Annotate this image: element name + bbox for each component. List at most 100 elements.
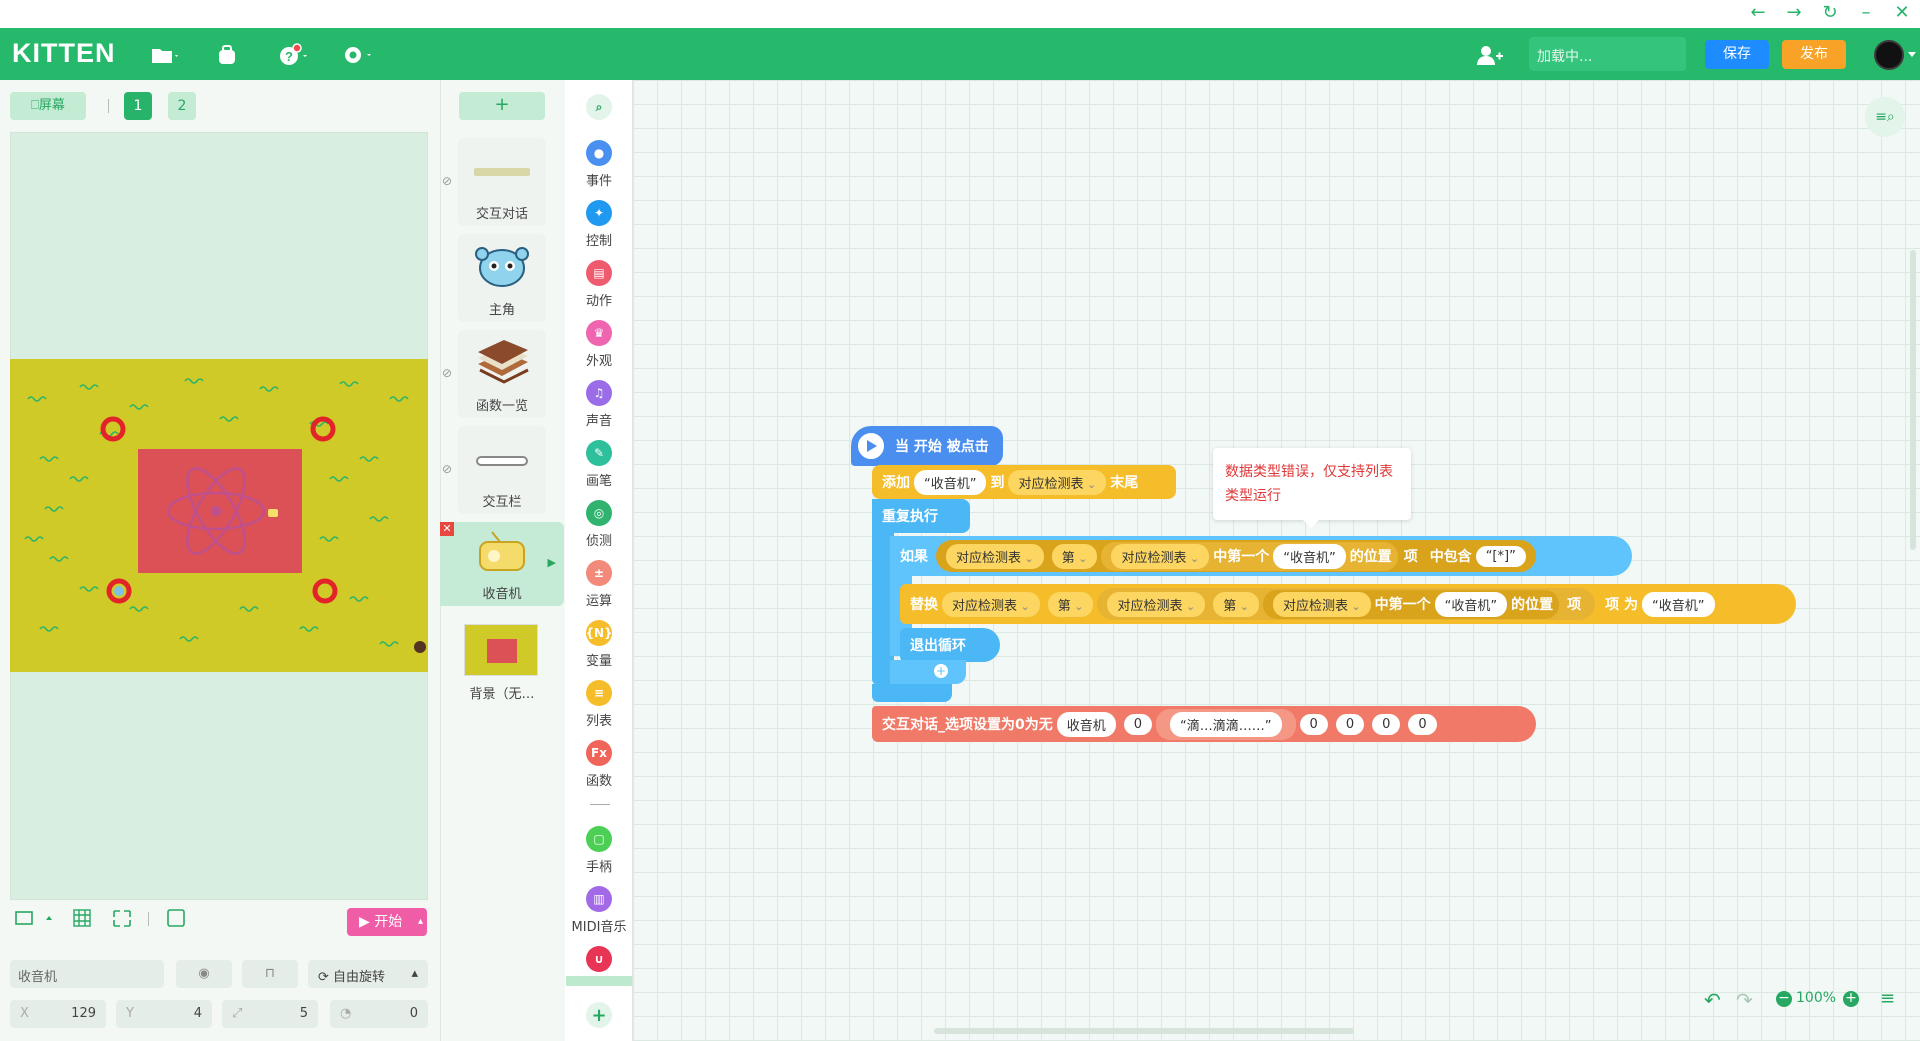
- settings-icon[interactable]: [340, 42, 374, 68]
- category-sound[interactable]: ♫声音: [566, 380, 632, 429]
- publish-button[interactable]: 发布: [1782, 40, 1846, 69]
- sprite-item-selected[interactable]: ✕ ▶ 收音机: [440, 522, 564, 606]
- hidden-eye-icon[interactable]: ⊘: [442, 462, 453, 476]
- contains-condition[interactable]: 对应检测表 第 对应检测表 中第一个 “收音机” 的位置 项 中包含 “[*]”: [936, 540, 1536, 572]
- list-dropdown[interactable]: 对应检测表: [1272, 591, 1371, 617]
- value-input[interactable]: 0: [1408, 713, 1437, 735]
- value-input[interactable]: 0: [1335, 713, 1365, 735]
- category-pen[interactable]: ✎画笔: [566, 440, 632, 489]
- back-icon[interactable]: ←: [1750, 2, 1766, 23]
- save-button[interactable]: 保存: [1705, 40, 1769, 69]
- index-dropdown[interactable]: 第: [1051, 543, 1098, 569]
- add-sprite-button[interactable]: +: [459, 92, 545, 120]
- page-tab-2[interactable]: 2: [168, 92, 196, 120]
- vertical-scrollbar[interactable]: [1910, 250, 1916, 550]
- refresh-icon[interactable]: ↻: [1822, 2, 1838, 23]
- list-replace-block[interactable]: 替换 对应检测表 第 对应检测表 第 对应检测表 中第一个 “收音机” 的位置 …: [900, 584, 1796, 624]
- zoom-in-icon[interactable]: +: [1843, 991, 1859, 1007]
- horizontal-scrollbar[interactable]: [934, 1028, 1354, 1034]
- block-search-icon[interactable]: ≡⌕: [1865, 97, 1905, 137]
- lock-icon[interactable]: ⊓: [242, 960, 298, 988]
- aspect-icon[interactable]: [15, 911, 33, 925]
- value-input[interactable]: “收音机”: [1434, 591, 1508, 617]
- dialog-options-block[interactable]: 交互对话_选项设置为0为无 收音机 0 “滴…滴滴……” 0 0 0 0: [872, 706, 1536, 742]
- format-blocks-icon[interactable]: ≡: [1880, 988, 1896, 1009]
- value-input[interactable]: 0: [1299, 713, 1328, 735]
- category-sensing[interactable]: ◎侦测: [566, 500, 632, 549]
- category-event[interactable]: ●事件: [566, 140, 632, 189]
- list-dropdown[interactable]: 对应检测表: [1008, 469, 1107, 495]
- visibility-eye-icon[interactable]: ◉: [176, 960, 232, 988]
- redo-icon[interactable]: ↷: [1736, 988, 1753, 1012]
- list-dropdown[interactable]: 对应检测表: [946, 543, 1044, 569]
- delete-icon[interactable]: ✕: [440, 522, 454, 536]
- list-dropdown[interactable]: 对应检测表: [942, 591, 1040, 617]
- value-input[interactable]: 0: [1123, 713, 1153, 735]
- if-block[interactable]: 如果 对应检测表 第 对应检测表 中第一个 “收音机” 的位置 项 中包含 “[…: [890, 536, 1632, 576]
- folder-icon[interactable]: [148, 42, 182, 68]
- value-input[interactable]: “收音机”: [1642, 591, 1715, 617]
- avatar[interactable]: [1874, 40, 1904, 70]
- repeat-forever-block[interactable]: 重复执行: [872, 499, 970, 533]
- sprite-item[interactable]: 交互栏: [458, 426, 546, 514]
- caret-up-icon[interactable]: [46, 916, 52, 920]
- category-midi[interactable]: ▥MIDI音乐: [566, 886, 632, 935]
- plus-icon[interactable]: +: [934, 664, 948, 678]
- category-lists[interactable]: ≡列表: [566, 680, 632, 729]
- page-tab-1[interactable]: 1: [124, 92, 152, 120]
- sprite-item[interactable]: 函数一览: [458, 330, 546, 418]
- break-loop-block[interactable]: 退出循环: [900, 628, 1000, 662]
- hidden-eye-icon[interactable]: ⊘: [442, 366, 453, 380]
- close-icon[interactable]: ✕: [1894, 2, 1910, 23]
- chevron-right-icon[interactable]: ▶: [547, 556, 556, 569]
- category-looks[interactable]: ♛外观: [566, 320, 632, 369]
- screen-button[interactable]: ⎕屏幕: [10, 92, 86, 120]
- join-reporter[interactable]: “滴…滴滴……”: [1156, 708, 1296, 740]
- direction-field[interactable]: ◔0: [330, 1000, 428, 1028]
- list-dropdown[interactable]: 对应检测表: [1107, 591, 1206, 617]
- undo-icon[interactable]: ↶: [1704, 988, 1721, 1012]
- help-icon[interactable]: ?: [276, 42, 310, 68]
- stage-canvas[interactable]: [10, 359, 428, 672]
- size-field[interactable]: ⤢5: [222, 1000, 318, 1028]
- category-variables[interactable]: {N}变量: [566, 620, 632, 669]
- value-input[interactable]: “收音机”: [1273, 543, 1346, 569]
- chevron-down-icon[interactable]: [1908, 52, 1916, 57]
- value-input[interactable]: 0: [1372, 713, 1401, 735]
- sprite-item[interactable]: 背景（无…: [458, 618, 546, 706]
- add-extension-button[interactable]: +: [566, 1002, 632, 1032]
- list-add-block[interactable]: 添加 “收音机” 到 对应检测表 末尾: [872, 465, 1176, 499]
- sprite-item[interactable]: 主角: [458, 234, 546, 322]
- index-dropdown[interactable]: 第: [1213, 591, 1259, 617]
- grid-icon[interactable]: [73, 909, 91, 927]
- list-dropdown[interactable]: 对应检测表: [1111, 543, 1210, 569]
- value-input[interactable]: “收音机”: [914, 469, 987, 495]
- category-scroll[interactable]: [566, 976, 632, 986]
- category-controller[interactable]: ▢手柄: [566, 826, 632, 875]
- add-user-icon[interactable]: [1473, 42, 1507, 68]
- category-control[interactable]: ✦控制: [566, 200, 632, 249]
- search-input[interactable]: 加载中...: [1529, 37, 1686, 71]
- minimize-icon[interactable]: –: [1861, 2, 1871, 23]
- caret-up-icon[interactable]: ▴: [417, 916, 423, 927]
- forward-icon[interactable]: →: [1786, 2, 1802, 23]
- category-search[interactable]: ⌕: [566, 94, 632, 124]
- backpack-icon[interactable]: [210, 42, 244, 68]
- play-screen-icon[interactable]: [167, 909, 185, 927]
- hidden-eye-icon[interactable]: ⊘: [442, 174, 453, 188]
- start-button[interactable]: ▶ 开始▴: [347, 908, 427, 936]
- index-dropdown[interactable]: 第: [1047, 591, 1094, 617]
- hat-block-start[interactable]: 当 开始 被点击: [851, 426, 1003, 466]
- item-reporter[interactable]: 对应检测表 第 对应检测表 中第一个 “收音机” 的位置 项: [1097, 588, 1596, 620]
- category-operators[interactable]: ±运算: [566, 560, 632, 609]
- sprite-item[interactable]: 交互对话: [458, 138, 546, 226]
- category-motion[interactable]: ▤动作: [566, 260, 632, 309]
- zoom-out-icon[interactable]: −: [1776, 991, 1792, 1007]
- value-input[interactable]: “[*]”: [1475, 545, 1526, 567]
- index-of-reporter[interactable]: 对应检测表 中第一个 “收音机” 的位置: [1101, 541, 1398, 571]
- index-of-reporter[interactable]: 对应检测表 中第一个 “收音机” 的位置: [1262, 589, 1560, 619]
- fullscreen-icon[interactable]: [113, 910, 131, 927]
